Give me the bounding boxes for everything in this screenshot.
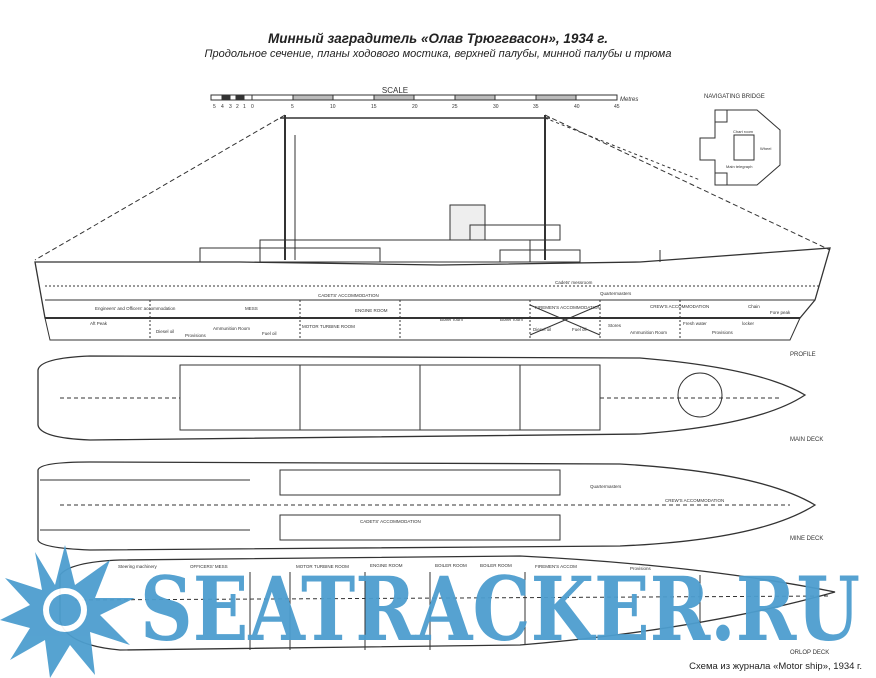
compartment-label: MESS xyxy=(245,306,258,311)
scale-tick: 4 xyxy=(221,104,224,110)
view-labels: NAVIGATING BRIDGE Chart room Wheel Main … xyxy=(704,94,829,656)
bridge-room-label: Wheel xyxy=(760,146,771,151)
rigging xyxy=(34,114,831,261)
compartment-label: Fuel oil xyxy=(572,327,587,332)
compartment-label: CADETS' ACCOMMODATION xyxy=(318,293,379,298)
scale-tick: 45 xyxy=(614,104,620,110)
watermark-text: SEATRACKER.RU xyxy=(140,557,860,661)
compartment-label: ENGINE ROOM xyxy=(370,563,403,568)
bridge-room-label: Chart room xyxy=(733,129,754,134)
deck-compartment-labels: CADETS' ACCOMMODATION CREW'S ACCOMMODATI… xyxy=(118,484,724,571)
scale-tick: 10 xyxy=(330,104,336,110)
compartment-label: BOILER ROOM xyxy=(480,563,512,568)
diagram-title: Минный заградитель «Олав Трюггвасон», 19… xyxy=(268,31,608,46)
scale-tick: 30 xyxy=(493,104,499,110)
scale-tick: 3 xyxy=(229,104,232,110)
compartment-label: locker xyxy=(742,321,755,326)
compartment-label: Steering machinery xyxy=(118,564,158,569)
navigating-bridge-plan xyxy=(699,109,781,186)
compartment-label: Quartermasters xyxy=(600,291,632,296)
compartment-label: MOTOR TURBINE ROOM xyxy=(302,324,355,329)
compartment-label: Quartermasters xyxy=(590,484,622,489)
compartment-label: Chain xyxy=(748,304,760,309)
compartment-label: CREW'S ACCOMMODATION xyxy=(650,304,709,309)
bridge-label: NAVIGATING BRIDGE xyxy=(704,94,765,100)
compartment-label: Provisions xyxy=(185,333,207,338)
compartment-label: ENGINE ROOM xyxy=(355,308,388,313)
mine-deck-plan xyxy=(37,461,817,551)
compartment-label: Cadets' messroom xyxy=(555,280,593,285)
scale-tick: 20 xyxy=(412,104,418,110)
compartment-label: Stores xyxy=(608,323,622,328)
compartment-label: Boiler room xyxy=(500,317,523,322)
compartment-label: Boiler room xyxy=(440,317,463,322)
compartment-label: CADETS' ACCOMMODATION xyxy=(360,519,421,524)
diagram-subtitle: Продольное сечение, планы ходового мости… xyxy=(204,48,672,60)
orlop-deck-plan xyxy=(59,555,836,651)
compartment-label: OFFICERS' MESS xyxy=(190,564,228,569)
compartment-label: Aft Peak xyxy=(90,321,108,326)
compartment-label: Provisions xyxy=(712,330,734,335)
compartment-label: Engineers' and Officers' accommodation xyxy=(95,306,176,311)
compartment-label: Provisions xyxy=(630,566,652,571)
compartment-label: BOILER ROOM xyxy=(435,563,467,568)
scale-tick: 35 xyxy=(533,104,539,110)
scale-labels: SCALE Metres 5 4 3 2 1 0 5 10 15 20 25 3… xyxy=(213,86,638,110)
profile-compartment-labels: CADETS' ACCOMMODATION Engineers' and Off… xyxy=(90,280,791,338)
scale-title: SCALE xyxy=(382,86,408,95)
scale-tick: 5 xyxy=(213,104,216,110)
compartment-label: Diesel oil xyxy=(533,327,551,332)
source-credit: Схема из журнала «Motor ship», 1934 г. xyxy=(689,661,862,672)
orlop-deck-label: ORLOP DECK xyxy=(790,650,829,656)
compartment-label: Diesel oil xyxy=(156,329,174,334)
compartment-label: MOTOR TURBINE ROOM xyxy=(296,564,349,569)
profile-label: PROFILE xyxy=(790,352,816,358)
scale-tick: 5 xyxy=(291,104,294,110)
compartment-label: FIREMEN'S ACCOMMODATION xyxy=(535,305,601,310)
scale-tick: 40 xyxy=(574,104,580,110)
scale-bar xyxy=(210,94,618,101)
compartment-label: FIREMEN'S ACCOM xyxy=(535,564,577,569)
compartment-label: CREW'S ACCOMMODATION xyxy=(665,498,724,503)
scale-unit: Metres xyxy=(620,97,638,103)
scale-tick: 15 xyxy=(371,104,377,110)
mine-deck-label: MINE DECK xyxy=(790,536,823,542)
compartment-label: Fuel oil xyxy=(262,331,277,336)
scale-tick: 25 xyxy=(452,104,458,110)
bridge-room-label: Main telegraph xyxy=(726,164,752,169)
scale-tick: 2 xyxy=(236,104,239,110)
main-deck-plan xyxy=(37,355,807,441)
main-deck-label: MAIN DECK xyxy=(790,437,823,443)
compartment-label: Ammunition Room xyxy=(630,330,667,335)
compartment-label: Fore peak xyxy=(770,310,791,315)
scale-tick: 1 xyxy=(243,104,246,110)
profile-view xyxy=(34,204,831,341)
compartment-label: Ammunition Room xyxy=(213,326,250,331)
watermark: SEATRACKER.RU xyxy=(0,545,860,678)
scale-tick: 0 xyxy=(251,104,254,110)
compartment-label: Fresh water xyxy=(683,321,707,326)
